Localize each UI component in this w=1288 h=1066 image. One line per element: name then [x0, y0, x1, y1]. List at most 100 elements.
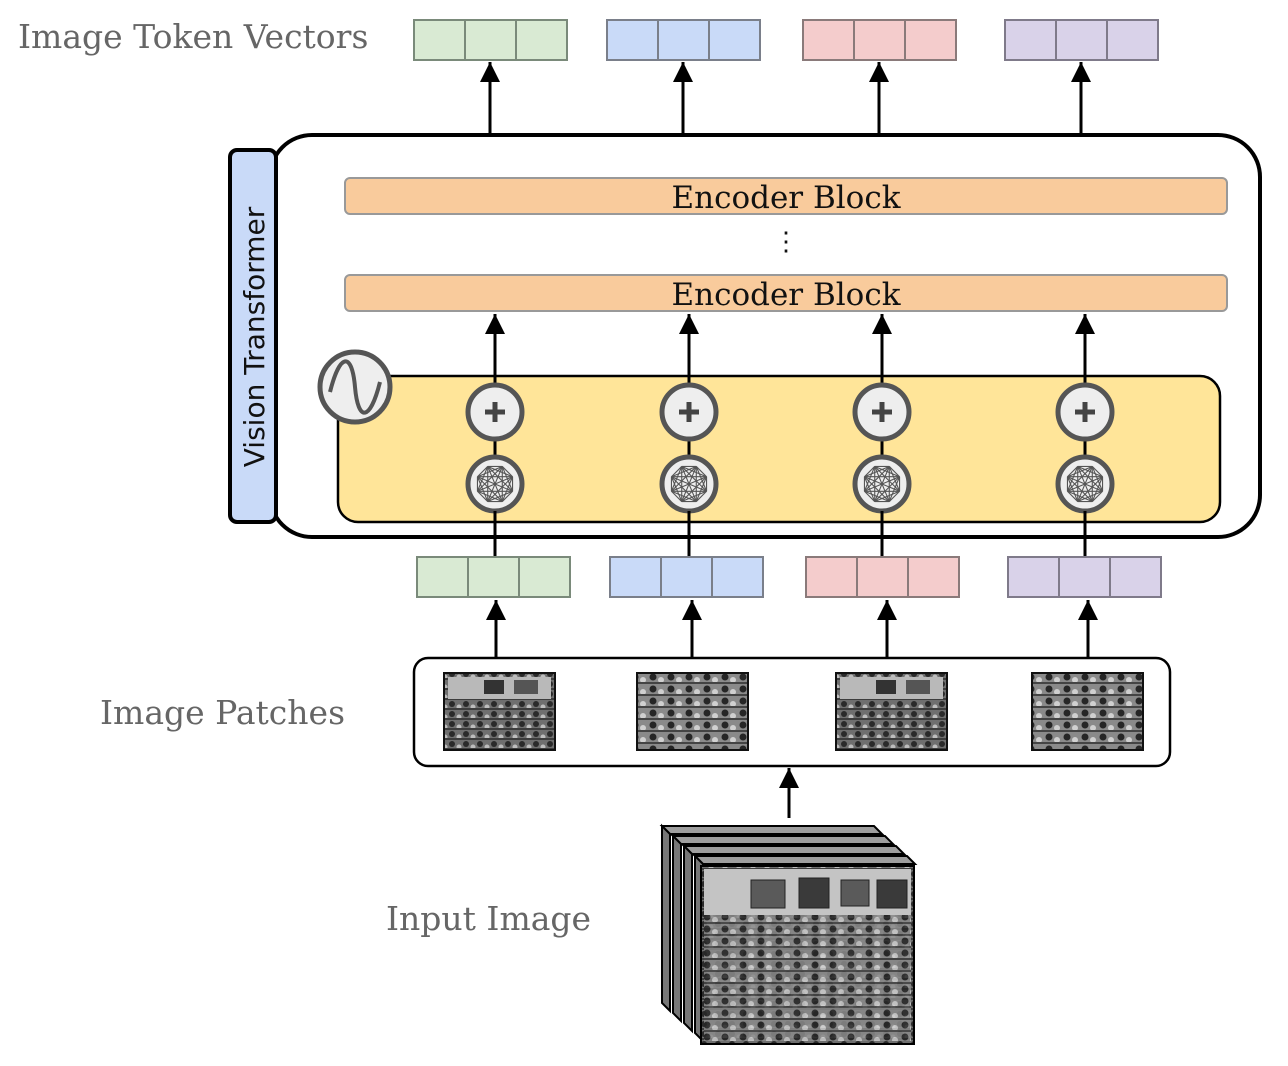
input-image-label: Input Image	[386, 899, 591, 938]
input-token-vector-3-cell	[856, 556, 909, 598]
mesh-edge	[477, 466, 489, 478]
output-token-vector-2-cell	[708, 19, 761, 61]
plus-icon	[1055, 382, 1115, 442]
encoder-block-bottom	[344, 274, 1228, 312]
mesh-edge	[501, 490, 513, 502]
input-token-vector-4-cell	[1058, 556, 1111, 598]
mesh-edge	[477, 490, 489, 502]
plus-icon	[852, 382, 912, 442]
embedding-band	[336, 374, 1222, 524]
stack-top-edge	[692, 855, 918, 865]
patch-picture	[514, 680, 538, 694]
mesh-edge	[501, 466, 513, 478]
patch-picture	[484, 680, 504, 694]
output-token-vector-4-cell	[1004, 19, 1057, 61]
output-token-vector-1	[413, 19, 568, 61]
image-patch-2	[636, 672, 749, 751]
mesh-edge	[681, 465, 707, 478]
output-token-vector-4-cell	[1106, 19, 1159, 61]
output-token-vector-1-cell	[464, 19, 517, 61]
mesh-edge	[487, 465, 513, 478]
mesh-edge	[1091, 490, 1103, 502]
image-token-vectors-label: Image Token Vectors	[18, 17, 368, 56]
input-token-vector-4-cell	[1007, 556, 1060, 598]
plus-icon	[659, 382, 719, 442]
mesh-edge	[501, 476, 514, 502]
mesh-edge	[670, 466, 683, 492]
plus-icon	[465, 382, 525, 442]
output-token-vector-3-cell	[853, 19, 906, 61]
input-image-stack	[659, 823, 918, 1045]
mesh-edge	[864, 476, 900, 492]
mesh-edge	[874, 476, 900, 502]
stack-layer-3	[681, 843, 907, 1034]
network-mesh-icon	[1055, 454, 1115, 514]
mesh-edge	[671, 490, 683, 502]
input-token-vector-3-cell	[805, 556, 858, 598]
stack-top-edge	[670, 835, 896, 845]
stack-top-edge	[681, 845, 907, 855]
mesh-edge	[477, 465, 503, 478]
mesh-edge	[864, 465, 890, 478]
mesh-edge	[695, 476, 708, 502]
mesh-edge	[695, 490, 707, 502]
output-token-vector-2	[606, 19, 761, 61]
input-token-vector-4	[1007, 556, 1162, 598]
stack-side-edge	[661, 823, 671, 1014]
input-token-vector-1-cell	[467, 556, 520, 598]
mesh-edge	[888, 466, 900, 478]
stack-side-edge	[683, 843, 693, 1034]
embedding-columns	[465, 314, 1115, 557]
input-token-vectors	[416, 556, 1162, 657]
patch-picture	[906, 680, 930, 694]
mesh-edge	[671, 476, 707, 492]
wall-picture	[876, 879, 908, 909]
vision-transformer-tab	[228, 148, 278, 524]
mesh-edge	[864, 466, 876, 478]
image-patch-thumbnails	[443, 672, 1144, 751]
mesh-edge	[864, 490, 876, 502]
mesh-edge	[888, 490, 900, 502]
mesh-edge	[863, 466, 876, 492]
input-token-vector-1-cell	[416, 556, 469, 598]
encoder-block-top	[344, 177, 1228, 215]
input-token-vector-2	[609, 556, 764, 598]
input-token-vector-3-cell	[907, 556, 960, 598]
network-mesh-icon	[659, 454, 719, 514]
mesh-edge	[1091, 466, 1103, 478]
input-token-vector-1-cell	[518, 556, 571, 598]
output-token-vector-4	[1004, 19, 1159, 61]
stack-side-edge	[672, 833, 682, 1024]
stack-layer-1	[659, 823, 885, 1014]
mesh-edge	[476, 466, 489, 492]
output-token-vector-2-cell	[657, 19, 710, 61]
image-patch-3	[835, 672, 948, 751]
mesh-edge	[487, 476, 513, 502]
encoder-block-bottom-label: Encoder Block	[672, 277, 901, 313]
input-token-vector-2-cell	[711, 556, 764, 598]
mesh-edge	[1077, 465, 1103, 478]
input-token-vector-4-cell	[1109, 556, 1162, 598]
sine-wave-icon	[317, 349, 393, 425]
output-token-vector-4-cell	[1055, 19, 1108, 61]
mesh-edge	[1067, 476, 1103, 492]
input-token-vector-3	[805, 556, 960, 598]
image-patches-box	[412, 656, 1172, 768]
image-patch-4	[1031, 672, 1144, 751]
output-token-vector-3	[802, 19, 957, 61]
output-token-vector-1-cell	[515, 19, 568, 61]
mesh-edge	[671, 466, 683, 478]
ellipsis-vertical: ⋮	[773, 227, 799, 257]
classroom-students	[704, 915, 911, 1041]
mesh-edge	[1091, 476, 1104, 502]
wall-picture	[750, 879, 786, 909]
mesh-edge	[888, 476, 901, 502]
image-patch-1	[443, 672, 556, 751]
vision-transformer-label: Vision Transformer	[238, 206, 271, 467]
network-mesh-icon	[465, 454, 525, 514]
network-mesh-icon	[852, 454, 912, 514]
mesh-edge	[1067, 466, 1079, 478]
input-token-vector-1	[416, 556, 571, 598]
mesh-edge	[671, 465, 697, 478]
